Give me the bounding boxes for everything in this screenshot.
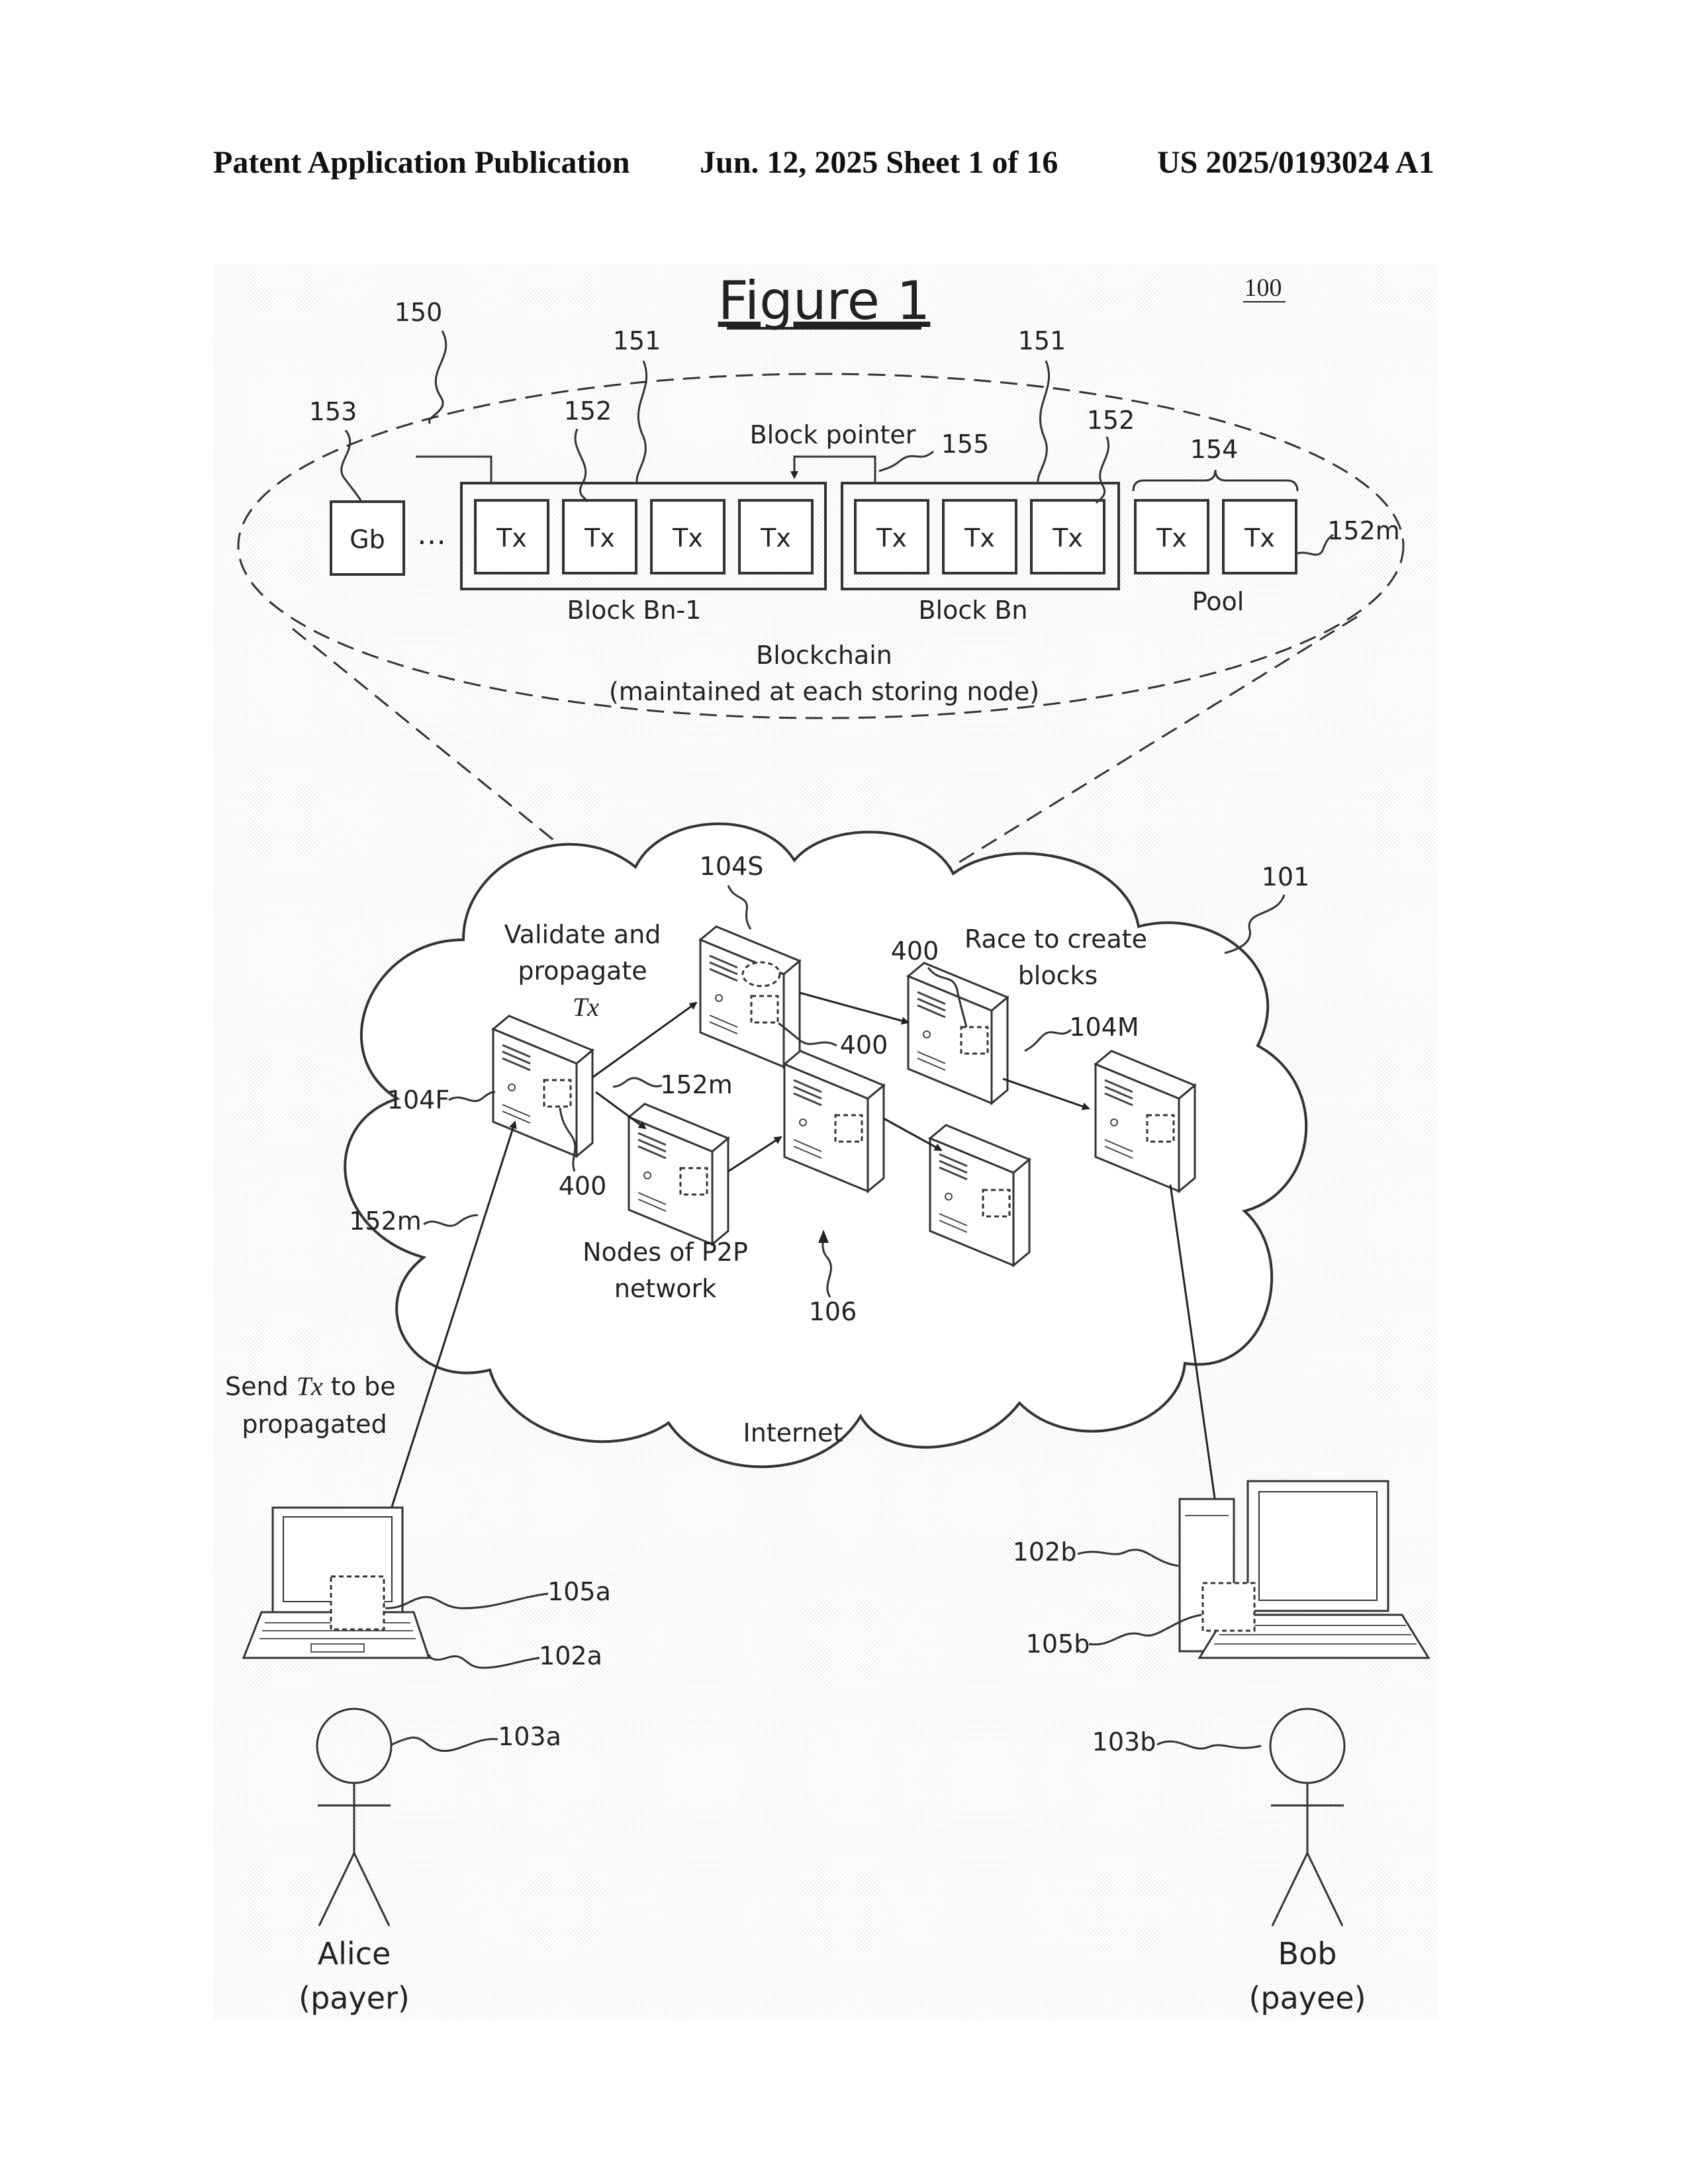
ref-400-mining: 400: [891, 936, 939, 966]
race-label-line1: Race to create: [964, 925, 1147, 954]
tx-label: Tx: [1052, 523, 1083, 553]
blockchain-caption: Blockchain: [756, 641, 892, 670]
ref-152m-pool: 152m: [1327, 516, 1400, 545]
ref-151-a: 151: [613, 326, 661, 355]
ref-102a: 102a: [539, 1641, 602, 1670]
protocol-box: [961, 1027, 988, 1054]
ref-153: 153: [309, 397, 357, 426]
internet-label: Internet: [743, 1418, 843, 1447]
chain-ellipsis: …: [417, 518, 446, 551]
ref-103b: 103b: [1092, 1727, 1156, 1756]
ref-152m-network: 152m: [660, 1070, 733, 1099]
protocol-box: [983, 1190, 1009, 1216]
ref-102b: 102b: [1013, 1537, 1077, 1567]
system-ref: 100: [1244, 274, 1282, 302]
validate-label-line2: propagate: [518, 956, 647, 985]
genesis-label: Gb: [350, 525, 385, 554]
ref-154: 154: [1190, 435, 1239, 464]
tx-label: Tx: [1244, 523, 1275, 553]
block-bn-label: Block Bn: [918, 596, 1027, 625]
send-tx-label-line2: propagated: [242, 1410, 387, 1439]
pool-label: Pool: [1192, 587, 1244, 616]
block-pointer-label: Block pointer: [750, 420, 916, 449]
tx-label: Tx: [672, 523, 703, 553]
ref-152m-send: 152m: [349, 1206, 422, 1236]
tx-label: Tx: [496, 523, 527, 553]
bob-role: (payee): [1248, 1980, 1366, 2016]
figure-title: Figure 1: [718, 270, 931, 332]
ref-106: 106: [809, 1297, 857, 1326]
bob-name: Bob: [1278, 1936, 1337, 1972]
ref-150: 150: [395, 298, 443, 327]
blockchain-caption-sub: (maintained at each storing node): [609, 677, 1039, 706]
alice-name: Alice: [318, 1936, 391, 1972]
tx-label: Tx: [760, 523, 791, 553]
ref-152-b: 152: [1087, 406, 1135, 435]
ref-400-forwarding: 400: [559, 1171, 607, 1201]
nodes-label-line2: network: [614, 1274, 716, 1303]
alice-client-box: [331, 1576, 384, 1629]
tx-label: Tx: [1156, 523, 1187, 553]
ref-103a: 103a: [498, 1722, 561, 1751]
alice-role: (payer): [299, 1980, 410, 2016]
ref-104f: 104F: [387, 1085, 449, 1115]
protocol-box: [680, 1168, 707, 1195]
protocol-box: [751, 996, 778, 1023]
ref-155: 155: [941, 430, 990, 459]
ref-152-a: 152: [564, 396, 612, 426]
bob-client-box: [1203, 1583, 1254, 1631]
ref-105a: 105a: [547, 1577, 611, 1606]
validate-label-line1: Validate and: [504, 920, 661, 949]
send-tx-label: Send Tx to be: [225, 1371, 396, 1401]
tx-label: Tx: [584, 523, 615, 553]
ref-151-b: 151: [1018, 326, 1066, 355]
protocol-box: [835, 1115, 862, 1142]
race-label-line2: blocks: [1018, 961, 1098, 990]
tx-label: Tx: [876, 523, 907, 553]
blockchain-copy-icon: [743, 962, 780, 986]
ref-104s: 104S: [700, 852, 764, 881]
nodes-label-line1: Nodes of P2P: [583, 1238, 748, 1267]
block-bn-1-label: Block Bn-1: [567, 596, 702, 625]
block-bn-transactions: Tx Tx Tx: [855, 500, 1104, 573]
ref-101: 101: [1262, 862, 1310, 891]
tx-label: Tx: [964, 523, 995, 553]
ref-105b: 105b: [1026, 1629, 1090, 1659]
protocol-box: [544, 1080, 571, 1107]
validate-label-line3: Tx: [573, 992, 599, 1022]
ref-104m: 104M: [1069, 1013, 1139, 1042]
ref-400-storing: 400: [840, 1030, 888, 1060]
protocol-box: [1147, 1115, 1174, 1142]
